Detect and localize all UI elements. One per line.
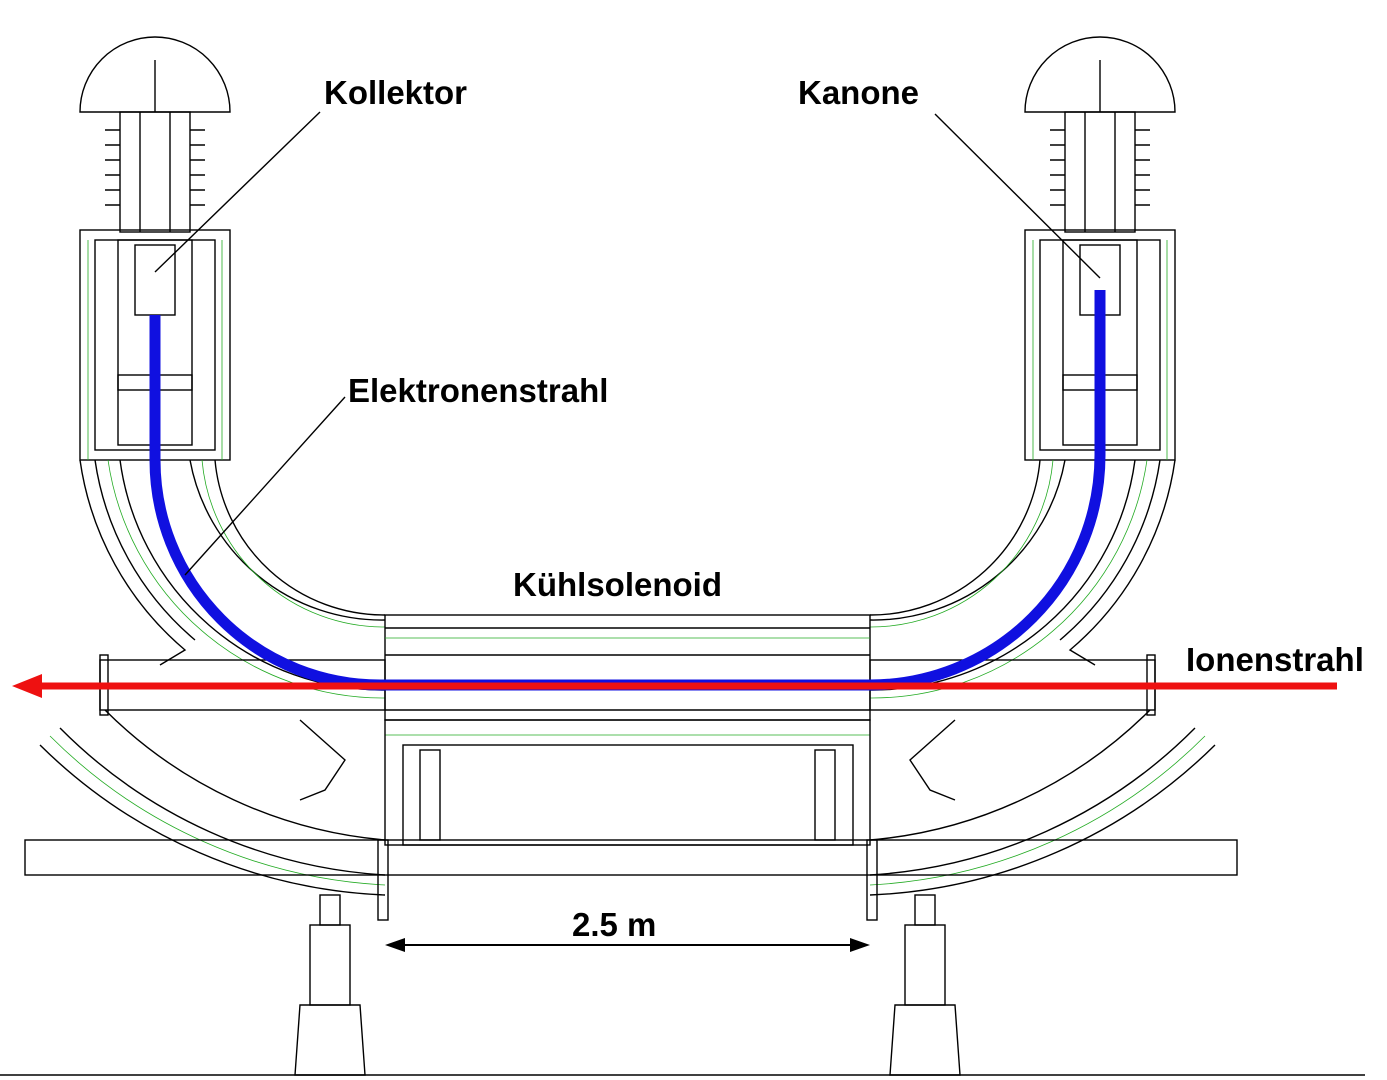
- collector-label: Kollektor: [324, 74, 468, 111]
- left-collector-section: [39, 36, 389, 1076]
- ion-beam-arrow: [12, 674, 1337, 698]
- cooling-solenoid: [384, 614, 871, 736]
- electron-beam-leader: [184, 396, 346, 576]
- electron-beam: [149, 290, 1106, 691]
- cooling-solenoid-label: Kühlsolenoid: [513, 566, 722, 603]
- dimension-label: 2.5 m: [572, 906, 657, 943]
- dimension-arrow: [385, 938, 870, 952]
- gun-label: Kanone: [798, 74, 920, 111]
- support-table: [384, 719, 871, 846]
- electron-beam-label: Elektronenstrahl: [348, 372, 609, 409]
- collector-leader: [154, 111, 321, 273]
- right-gun-section: [866, 36, 1216, 1076]
- gun-leader: [934, 113, 1101, 279]
- base-beam: [24, 839, 1238, 876]
- ion-beam-label: Ionenstrahl: [1186, 641, 1364, 678]
